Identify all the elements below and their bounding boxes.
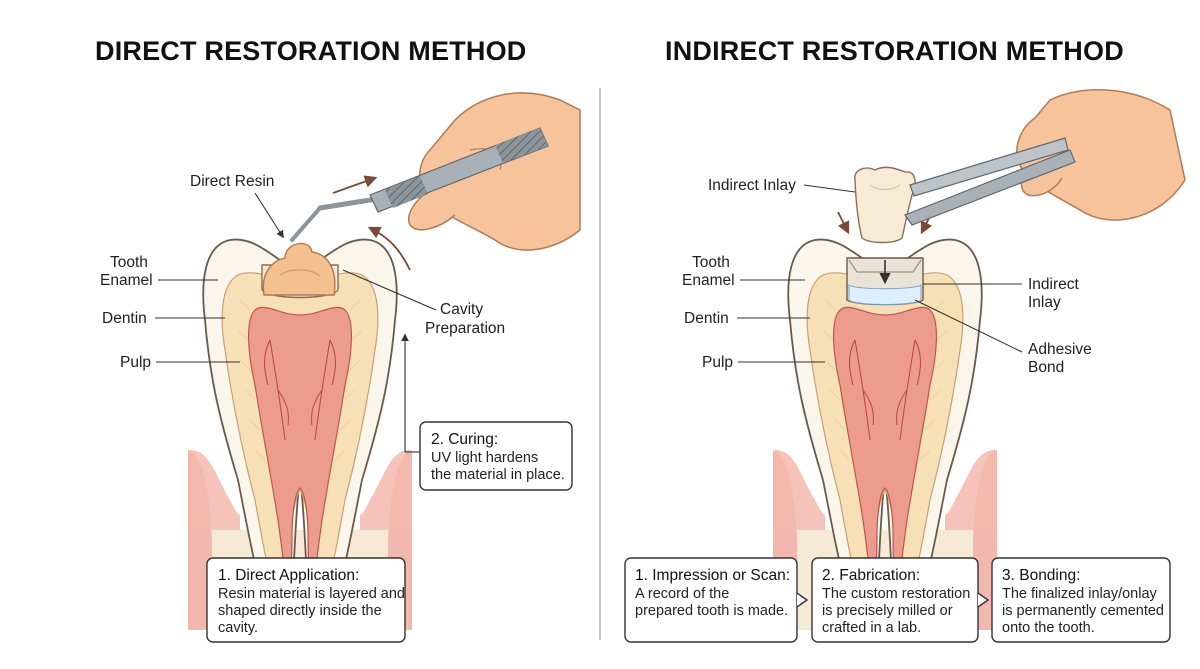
label-dentin-2: Dentin	[684, 310, 729, 327]
svg-text:Resin material is layered and: Resin material is layered and	[218, 586, 405, 602]
floating-inlay	[854, 166, 916, 244]
direct-title: DIRECT RESTORATION METHOD	[95, 36, 527, 66]
step-bonding-box: 3. Bonding: The finalized inlay/onlay is…	[991, 557, 1171, 643]
svg-text:UV light hardens: UV light hardens	[431, 450, 538, 466]
svg-text:The custom restoration: The custom restoration	[822, 586, 970, 602]
indirect-hand-icon	[1016, 89, 1186, 221]
svg-text:onto the tooth.: onto the tooth.	[1002, 620, 1095, 636]
label-preparation: Preparation	[425, 320, 505, 337]
label-enamel: Enamel	[100, 272, 153, 289]
direct-application-title: 1. Direct Application:	[218, 567, 359, 584]
indirect-title: INDIRECT RESTORATION METHOD	[665, 36, 1124, 66]
step-curing-box: 2. Curing: UV light hardens the material…	[419, 421, 573, 491]
svg-text:prepared tooth is made.: prepared tooth is made.	[635, 603, 788, 619]
label-tooth: Tooth	[110, 254, 148, 271]
direct-tooth	[187, 238, 413, 631]
curing-title: 2. Curing:	[431, 431, 498, 448]
bonding-title: 3. Bonding:	[1002, 567, 1080, 584]
fabrication-title: 2. Fabrication:	[822, 567, 920, 584]
down-arrow-left-icon	[837, 211, 850, 235]
label-inlay: Inlay	[1028, 294, 1061, 311]
label-direct-resin: Direct Resin	[190, 173, 274, 190]
svg-text:cavity.: cavity.	[218, 620, 258, 636]
adhesive-layer	[848, 283, 922, 305]
label-pulp-2: Pulp	[702, 354, 733, 371]
svg-text:crafted in a lab.: crafted in a lab.	[822, 620, 921, 636]
step-fabrication-box: 2. Fabrication: The custom restoration i…	[811, 557, 979, 643]
step-impression-box: 1. Impression or Scan: A record of the p…	[624, 557, 798, 643]
label-pulp: Pulp	[120, 354, 151, 371]
svg-text:is permanently cemented: is permanently cemented	[1002, 603, 1164, 619]
label-dentin: Dentin	[102, 310, 147, 327]
svg-text:is precisely milled or: is precisely milled or	[822, 603, 953, 619]
label-adhesive: Adhesive	[1028, 341, 1092, 358]
tweezers-icon	[904, 137, 1076, 226]
impression-title: 1. Impression or Scan:	[635, 567, 790, 584]
indirect-tooth	[772, 238, 998, 631]
step-direct-application-box: 1. Direct Application: Resin material is…	[206, 557, 406, 643]
label-tooth-2: Tooth	[692, 254, 730, 271]
label-cavity: Cavity	[440, 301, 483, 318]
label-enamel-2: Enamel	[682, 272, 735, 289]
resin-blob	[262, 242, 336, 296]
direct-instrument	[290, 127, 549, 242]
svg-text:shaped directly inside the: shaped directly inside the	[218, 603, 382, 619]
svg-text:The finalized inlay/onlay: The finalized inlay/onlay	[1002, 586, 1158, 602]
label-indirect: Indirect	[1028, 276, 1080, 293]
label-bond: Bond	[1028, 359, 1064, 376]
curve-arrow-icon	[367, 226, 411, 271]
svg-text:the material in place.: the material in place.	[431, 467, 565, 483]
label-indirect-inlay-top: Indirect Inlay	[708, 177, 796, 194]
svg-text:A record of the: A record of the	[635, 586, 729, 602]
motion-arrow-icon	[332, 175, 378, 194]
